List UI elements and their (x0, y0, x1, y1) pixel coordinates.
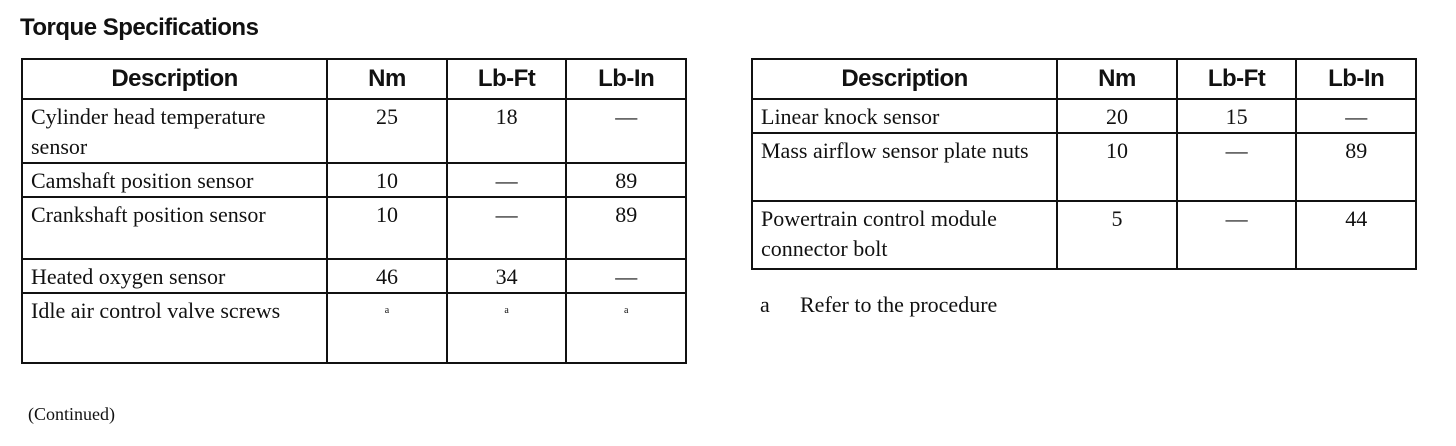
table-row: Powertrain control module connector bolt… (750, 200, 1417, 270)
row-description: Idle air control valve screws (20, 292, 329, 364)
row-description: Mass airflow sensor plate nuts (750, 132, 1059, 202)
row-lb-ft: — (1175, 200, 1298, 270)
header-lb-ft: Lb-Ft (1175, 58, 1298, 100)
table-row: Mass airflow sensor plate nuts 10 — 89 (750, 132, 1417, 202)
table-row: Cylinder head temperature sensor 25 18 — (20, 98, 687, 164)
table-header-row: Description Nm Lb-Ft Lb-In (20, 58, 687, 100)
row-lb-ft: 15 (1175, 98, 1298, 134)
row-nm: 5 (1056, 200, 1178, 270)
header-lb-in: Lb-In (565, 58, 687, 100)
table-row: Crankshaft position sensor 10 — 89 (20, 196, 687, 260)
row-lb-in: 89 (565, 162, 687, 198)
header-lb-ft: Lb-Ft (445, 58, 568, 100)
row-lb-in: — (1295, 98, 1417, 134)
table-row: Camshaft position sensor 10 — 89 (20, 162, 687, 198)
row-lb-ft: 18 (445, 98, 568, 164)
torque-table-left: Description Nm Lb-Ft Lb-In Cylinder head… (20, 58, 687, 364)
continued-note: (Continued) (28, 404, 115, 424)
row-description: Linear knock sensor (750, 98, 1059, 134)
table-row: Linear knock sensor 20 15 — (750, 98, 1417, 134)
row-nm: 46 (326, 258, 448, 294)
table-row: Idle air control valve screws a a a (20, 292, 687, 364)
footnote-text: Refer to the procedure (800, 292, 998, 317)
row-lb-in: 89 (565, 196, 687, 260)
header-nm: Nm (1056, 58, 1178, 100)
row-description: Cylinder head temperature sensor (20, 98, 329, 164)
row-nm: 25 (326, 98, 448, 164)
torque-table-right: Description Nm Lb-Ft Lb-In Linear knock … (750, 58, 1417, 270)
row-nm: a (326, 292, 448, 364)
row-lb-in: a (565, 292, 687, 364)
footnote: a Refer to the procedure (760, 292, 997, 318)
row-lb-in: — (565, 98, 687, 164)
header-nm: Nm (326, 58, 448, 100)
footnote-mark: a (760, 292, 770, 317)
row-description: Powertrain control module connector bolt (750, 200, 1059, 270)
row-description: Heated oxygen sensor (20, 258, 329, 294)
row-lb-ft: a (445, 292, 568, 364)
header-description: Description (20, 58, 329, 100)
row-nm: 10 (326, 196, 448, 260)
row-nm: 10 (1056, 132, 1178, 202)
header-description: Description (750, 58, 1059, 100)
header-lb-in: Lb-In (1295, 58, 1417, 100)
row-lb-in: 44 (1295, 200, 1417, 270)
row-lb-ft: — (445, 162, 568, 198)
table-row: Heated oxygen sensor 46 34 — (20, 258, 687, 294)
row-lb-in: 89 (1295, 132, 1417, 202)
page-title: Torque Specifications (20, 14, 259, 41)
row-lb-ft: 34 (445, 258, 568, 294)
row-nm: 20 (1056, 98, 1178, 134)
row-lb-ft: — (1175, 132, 1298, 202)
row-lb-in: — (565, 258, 687, 294)
row-description: Camshaft position sensor (20, 162, 329, 198)
row-lb-ft: — (445, 196, 568, 260)
table-header-row: Description Nm Lb-Ft Lb-In (750, 58, 1417, 100)
row-nm: 10 (326, 162, 448, 198)
row-description: Crankshaft position sensor (20, 196, 329, 260)
